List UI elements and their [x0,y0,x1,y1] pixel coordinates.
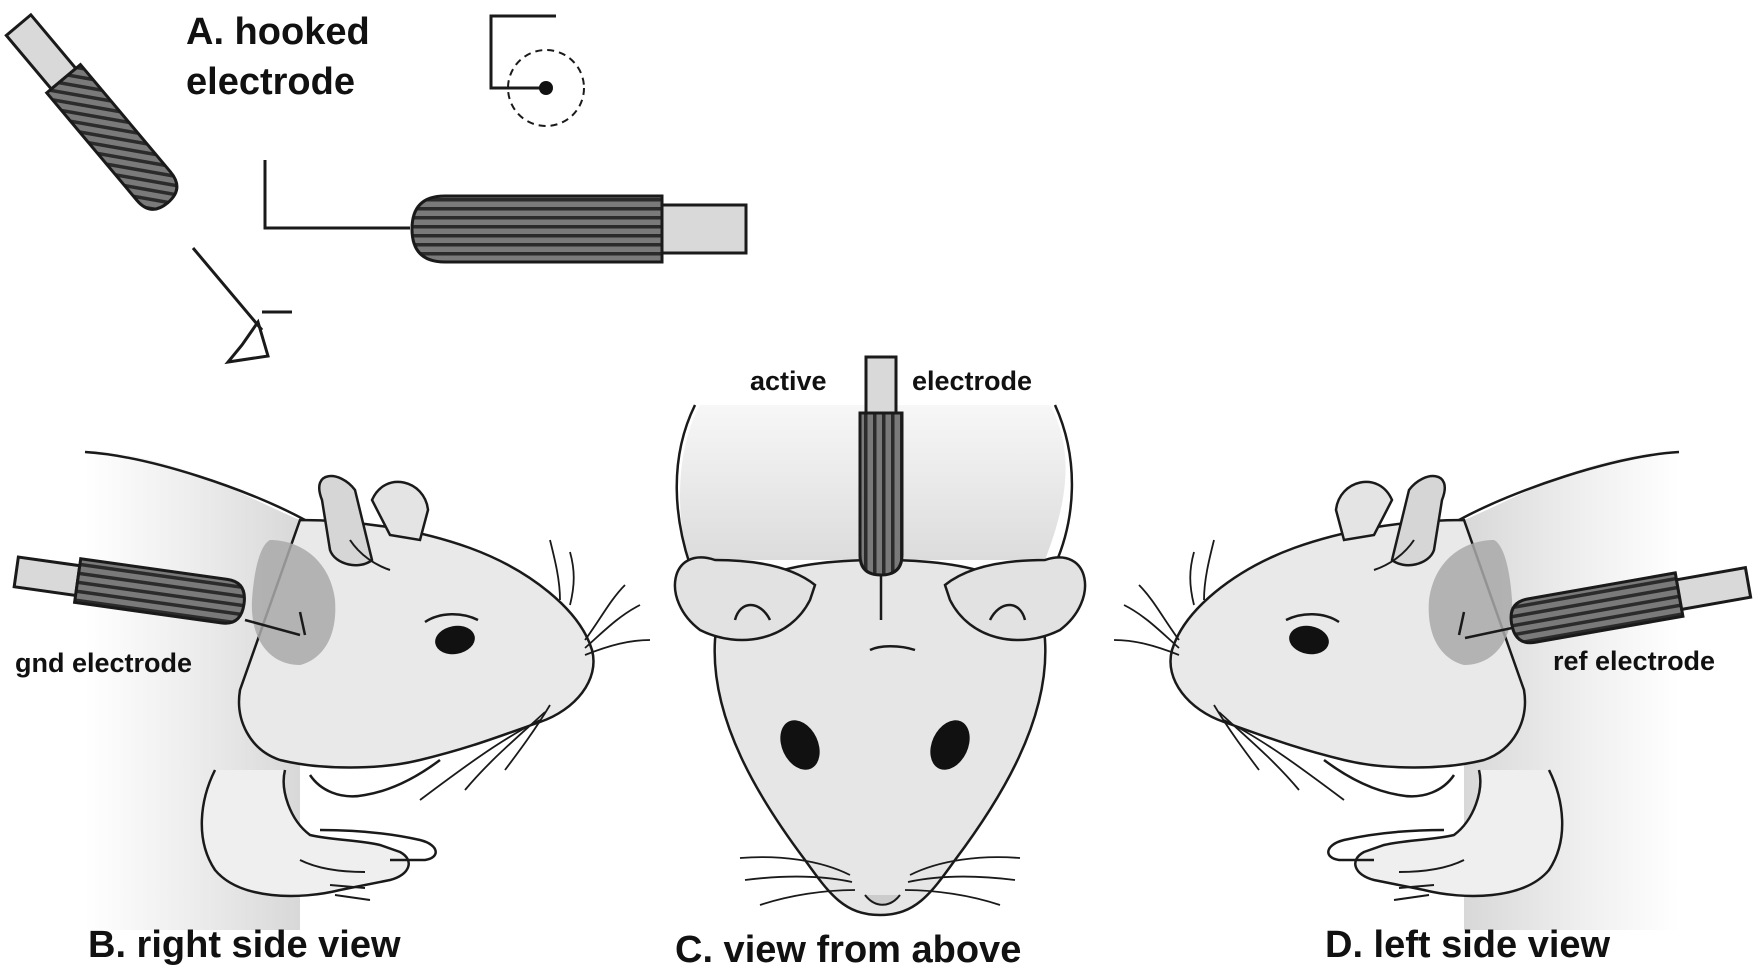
panel-d-title: D. left side view [1325,924,1611,966]
electrode-tip-icon [489,14,585,127]
panel-d: ref electrode D. left side view [1113,450,1753,966]
rat-side-icon [84,450,651,930]
panel-a-title-line2: electrode [186,61,355,103]
panel-a: A. hooked electrode [4,11,748,365]
hooked-electrode-icon [4,12,292,365]
active-electrode-icon [858,355,904,620]
rat-top-icon [673,404,1087,917]
gnd-electrode-icon [12,555,301,637]
active-label: active [750,366,827,396]
horizontal-electrode-icon [263,160,748,264]
panel-b: gnd electrode B. right side view [12,450,651,966]
gnd-electrode-label: gnd electrode [15,648,192,678]
rat-side-mirrored-icon [1113,450,1680,930]
panel-a-title-line1: A. hooked [186,11,370,53]
ref-electrode-label: ref electrode [1553,646,1715,676]
ref-electrode-icon [1464,565,1753,645]
panel-c-title: C. view from above [675,929,1021,971]
electrode-label: electrode [912,366,1032,396]
panel-b-title: B. right side view [88,924,401,966]
panel-c: active electrode C. view from above [673,355,1087,971]
